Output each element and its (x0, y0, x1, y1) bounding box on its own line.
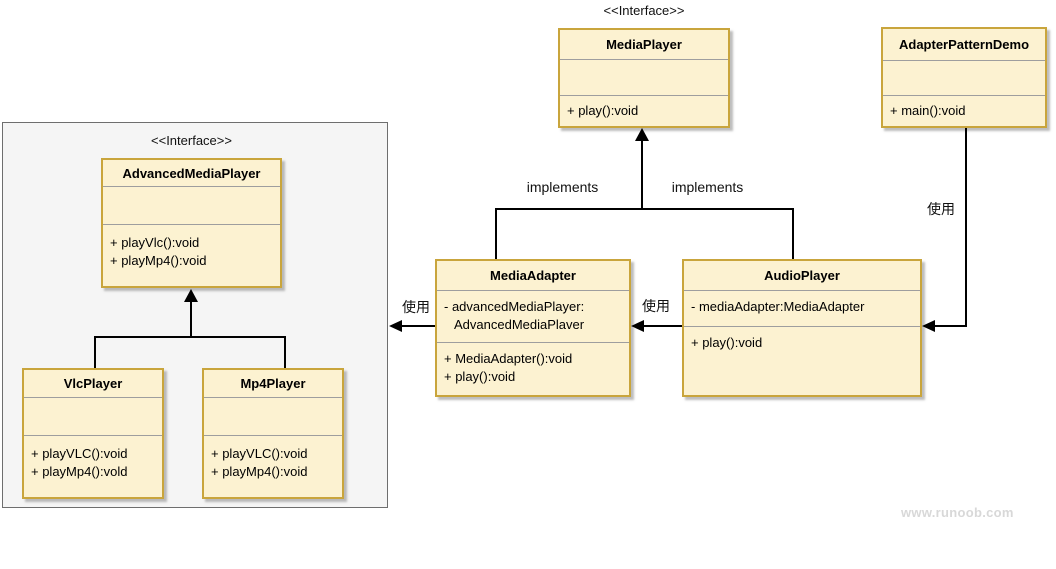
edge-label-use-middle: 使用 (642, 298, 670, 314)
class-box-advanced-media-player: AdvancedMediaPlayer + playVlc():void + p… (101, 158, 282, 288)
class-method: + playVLC():void (31, 446, 128, 461)
implements-edge-line (641, 140, 643, 210)
class-method: + play():void (691, 335, 763, 350)
class-method: + playMp4():vold (31, 464, 128, 479)
class-attribute: - mediaAdapter:MediaAdapter (691, 299, 865, 314)
watermark: www.runoob.com (901, 505, 1014, 520)
class-method: + play():void (567, 103, 639, 118)
class-method: + playMp4():void (211, 464, 308, 479)
class-method: + MediaAdapter():void (444, 351, 573, 366)
class-title: AdvancedMediaPlayer (103, 160, 280, 187)
use-edge-line (965, 128, 967, 327)
edge-label-implements-left: implements (526, 179, 599, 195)
use-edge-line (641, 325, 682, 327)
class-method: + playVlc():void (110, 235, 200, 250)
generalization-edge-line (190, 301, 192, 338)
stereotype-label-advancedmediaplayer: <<Interface>> (151, 133, 232, 148)
class-box-audio-player: AudioPlayer - mediaAdapter:MediaAdapter … (682, 259, 922, 397)
class-box-vlc-player: VlcPlayer + playVLC():void + playMp4():v… (22, 368, 164, 499)
class-box-mp4-player: Mp4Player + playVLC():void + playMp4():v… (202, 368, 344, 499)
class-methods: + playVLC():void + playMp4():vold (24, 436, 162, 497)
class-methods: + playVLC():void + playMp4():void (204, 436, 342, 497)
dependency-arrowhead-icon (922, 320, 935, 332)
generalization-edge-line (94, 336, 96, 368)
use-edge-line (933, 325, 967, 327)
class-attributes-empty (103, 187, 280, 225)
class-attribute: - advancedMediaPlayer: (444, 299, 585, 314)
edge-label-use-right: 使用 (927, 201, 955, 217)
class-methods: + main():void (883, 96, 1045, 126)
class-attributes: - mediaAdapter:MediaAdapter (684, 291, 920, 327)
class-methods: + playVlc():void + playMp4():void (103, 225, 280, 286)
generalization-edge-line (284, 336, 286, 368)
class-box-adapter-pattern-demo: AdapterPatternDemo + main():void (881, 27, 1047, 128)
class-attributes-empty (560, 60, 728, 96)
class-attributes: - advancedMediaPlayer: AdvancedMediaPlav… (437, 291, 629, 343)
dependency-arrowhead-icon (631, 320, 644, 332)
edge-label-implements-right: implements (671, 179, 744, 195)
generalization-arrowhead-icon (184, 289, 198, 302)
class-title: VlcPlayer (24, 370, 162, 398)
class-attributes-empty (204, 398, 342, 436)
class-attribute: AdvancedMediaPlaver (454, 317, 585, 332)
generalization-arrowhead-icon (635, 128, 649, 141)
class-methods: + play():void (560, 96, 728, 126)
implements-edge-line (495, 208, 497, 259)
stereotype-label-mediaplayer: <<Interface>> (603, 3, 685, 18)
class-attributes-empty (24, 398, 162, 436)
dependency-arrowhead-icon (389, 320, 402, 332)
class-box-media-adapter: MediaAdapter - advancedMediaPlayer: Adva… (435, 259, 631, 397)
class-method: + playVLC():void (211, 446, 308, 461)
implements-edge-line (792, 208, 794, 259)
edge-label-use-left: 使用 (402, 299, 430, 315)
use-edge-line (399, 325, 435, 327)
class-title: Mp4Player (204, 370, 342, 398)
class-attributes-empty (883, 61, 1045, 96)
class-method: + play():void (444, 369, 516, 384)
class-title: AdapterPatternDemo (883, 29, 1045, 61)
class-methods: + MediaAdapter():void + play():void (437, 343, 629, 395)
class-title: MediaPlayer (560, 30, 728, 60)
implements-edge-line (495, 208, 794, 210)
class-method: + playMp4():void (110, 253, 207, 268)
class-title: MediaAdapter (437, 261, 629, 291)
class-method: + main():void (890, 103, 966, 118)
class-title: AudioPlayer (684, 261, 920, 291)
class-box-media-player: MediaPlayer + play():void (558, 28, 730, 128)
class-methods: + play():void (684, 327, 920, 395)
generalization-edge-line (94, 336, 286, 338)
